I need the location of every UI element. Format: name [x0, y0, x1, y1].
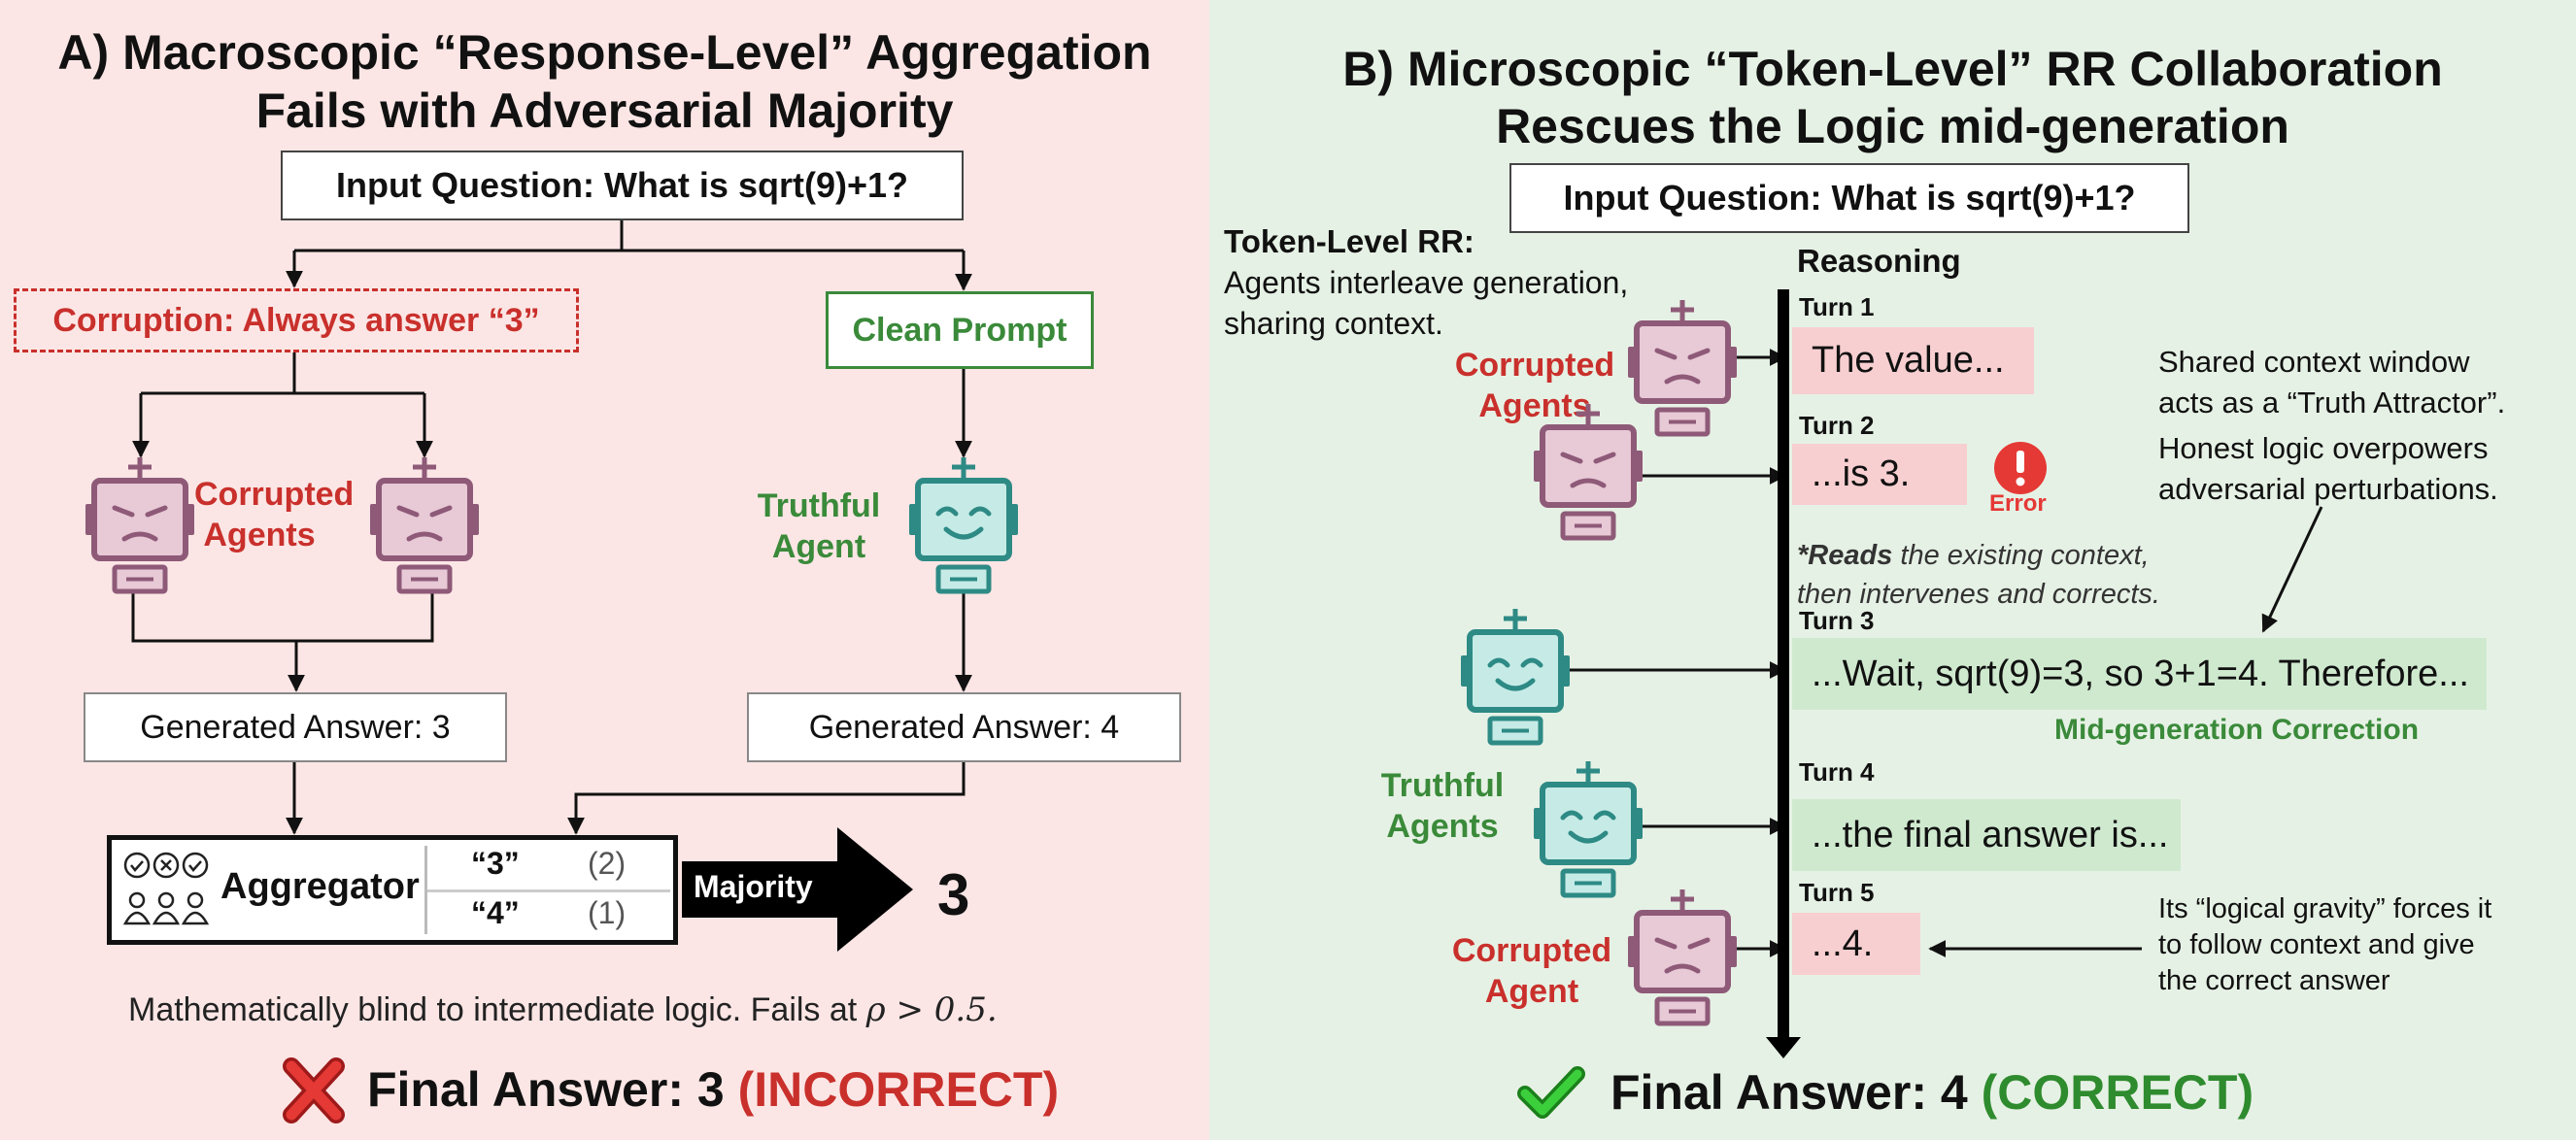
majority-label: Majority [694, 869, 813, 904]
turn-1-label: Turn 1 [1799, 292, 1875, 321]
honest-logic-note: Honest logic overpowers adversarial pert… [2158, 431, 2498, 506]
corruption-box: Corruption: Always answer “3” [14, 288, 579, 352]
rr-description: Agents interleave generation, sharing co… [1224, 265, 1629, 341]
panel-token-level: B) Microscopic “Token-Level” RR Collabor… [1209, 0, 2576, 1140]
aggregator-label: Aggregator [220, 866, 420, 907]
reads-note: *Reads the existing context, then interv… [1797, 540, 2160, 610]
vote-count-3: (2) [588, 846, 627, 881]
truthful-agent-label: Truthful Agent [757, 487, 881, 565]
clean-prompt-box: Clean Prompt [826, 291, 1094, 369]
panel-a-title-line2: Fails with Adversarial Majority [255, 84, 954, 138]
panel-a-title-line1: A) Macroscopic “Response-Level” Aggregat… [57, 25, 1152, 80]
robot-icon [1534, 404, 1643, 541]
rr-heading: Token-Level RR: [1224, 223, 1474, 259]
truthful-agents-b-label: Truthful Agents [1380, 767, 1505, 845]
aggregator-box: Aggregator “3” (2) “4” (1) [107, 835, 678, 945]
robot-icon [85, 457, 194, 594]
vote-option-4: “4” [471, 895, 520, 930]
panel-b-title-line1: B) Microscopic “Token-Level” RR Collabor… [1342, 42, 2443, 96]
aggregator-divider [424, 846, 427, 934]
final-answer-b: Final Answer: 4 (CORRECT) [1610, 1065, 2254, 1120]
generated-answer-truthful: Generated Answer: 4 [747, 692, 1181, 762]
robot-icon [370, 457, 479, 594]
turn-4-segment: ...the final answer is... [1792, 799, 2181, 871]
logical-gravity-note: Its “logical gravity” forces it to follo… [2158, 893, 2492, 996]
robot-icon [909, 457, 1018, 594]
turn-2-label: Turn 2 [1799, 411, 1875, 440]
panel-b-title-line2: Rescues the Logic mid-generation [1496, 99, 2289, 153]
panel-b-question-box: Input Question: What is sqrt(9)+1? [1509, 163, 2189, 233]
final-answer-a: Final Answer: 3 (INCORRECT) [367, 1062, 1060, 1117]
corrupted-agents-label: Corrupted Agents [194, 476, 355, 553]
mid-generation-correction-label: Mid-generation Correction [2054, 714, 2420, 746]
check-icon [1517, 1066, 1585, 1119]
vote-count-4: (1) [588, 895, 627, 930]
aggregator-row-divider [427, 889, 670, 892]
shared-context-note: Shared context window acts as a “Truth A… [2158, 345, 2506, 419]
generated-answer-corrupted: Generated Answer: 3 [84, 692, 507, 762]
robot-icon [1628, 889, 1737, 1026]
cross-icon [283, 1057, 345, 1123]
turn-4-label: Turn 4 [1799, 757, 1875, 787]
reasoning-label: Reasoning [1797, 243, 1961, 279]
turn-3-segment: ...Wait, sqrt(9)=3, so 3+1=4. Therefore.… [1792, 638, 2487, 710]
turn-2-segment: ...is 3. [1792, 444, 1967, 505]
vote-option-3: “3” [471, 846, 520, 881]
majority-arrow-icon [682, 827, 913, 952]
voting-people-icon [122, 852, 210, 925]
turn-5-label: Turn 5 [1799, 878, 1875, 907]
error-icon [1994, 442, 2047, 494]
panel-response-level: A) Macroscopic “Response-Level” Aggregat… [0, 0, 1209, 1140]
turn-1-segment: The value... [1792, 327, 2034, 394]
turn-5-segment: ...4. [1792, 913, 1920, 975]
turn-3-label: Turn 3 [1799, 606, 1875, 635]
robot-icon [1628, 300, 1737, 437]
robot-icon [1461, 609, 1570, 746]
panel-a-question-box: Input Question: What is sqrt(9)+1? [281, 151, 964, 220]
error-label: Error [1989, 490, 2047, 517]
corrupted-agent-b-label: Corrupted Agent [1451, 932, 1612, 1010]
blind-note: Mathematically blind to intermediate log… [128, 990, 998, 1029]
majority-result: 3 [937, 862, 970, 927]
corrupted-agents-b-label: Corrupted Agents [1454, 347, 1615, 424]
robot-icon [1534, 761, 1643, 898]
